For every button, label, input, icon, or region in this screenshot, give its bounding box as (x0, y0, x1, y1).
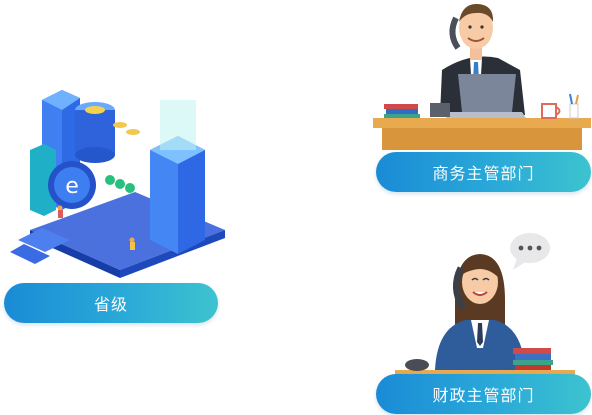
finance-department-label: 财政主管部门 (432, 386, 535, 405)
finance-department-button[interactable]: 财政主管部门 (376, 374, 591, 414)
province-label: 省级 (93, 295, 128, 314)
province-button[interactable]: 省级 (4, 283, 218, 323)
city-illustration-icon: e (10, 90, 225, 278)
speech-bubble-icon (510, 233, 550, 270)
svg-text:e: e (65, 174, 79, 199)
businessman-icon (373, 3, 591, 150)
business-department-label: 商务主管部门 (432, 164, 535, 183)
businesswoman-icon (395, 233, 575, 380)
business-department-button[interactable]: 商务主管部门 (376, 152, 591, 192)
